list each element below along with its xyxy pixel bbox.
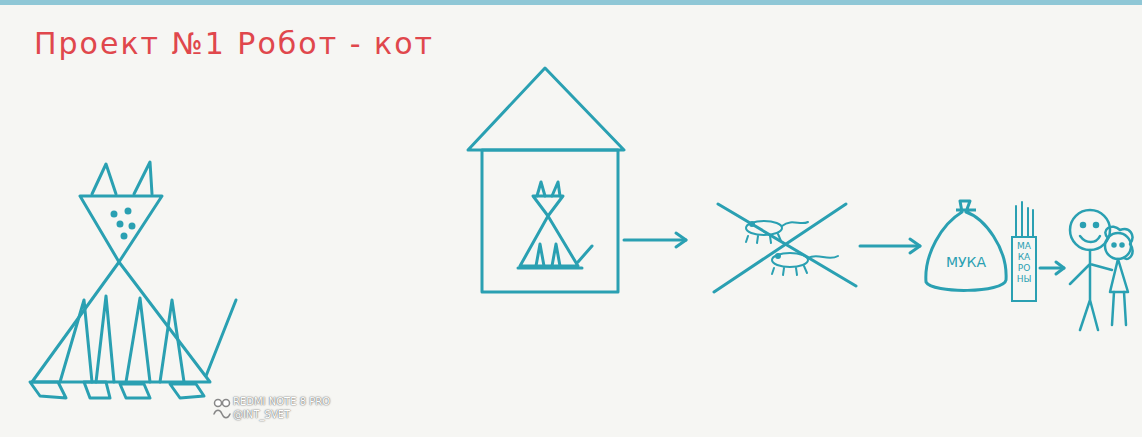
bag-outline <box>926 201 1006 290</box>
watermark-icon <box>214 400 230 418</box>
flour-bag: МУКА <box>922 198 1010 296</box>
macaroni-sticks <box>1016 202 1033 236</box>
flow-arrow <box>1040 262 1064 274</box>
macaroni-box: МА КА РО НЫ <box>1011 236 1037 302</box>
node-text: МУКА <box>922 254 1010 270</box>
flow-arrow <box>860 239 920 253</box>
sketch-title: Проект №1 Робот - кот <box>34 26 434 61</box>
node-text: МА КА РО НЫ <box>1013 241 1035 285</box>
flow-arrow <box>624 233 686 247</box>
house-drawing <box>468 68 624 292</box>
cat-drawing <box>30 162 236 398</box>
watermark-text: @INT_SVET <box>233 409 290 420</box>
watermark-text: REDMI NOTE 8 PRO <box>233 396 330 407</box>
cross-mark <box>714 204 856 292</box>
bag-outline <box>922 198 1010 296</box>
people-drawing <box>1070 210 1132 330</box>
paper-edge <box>0 0 1142 5</box>
